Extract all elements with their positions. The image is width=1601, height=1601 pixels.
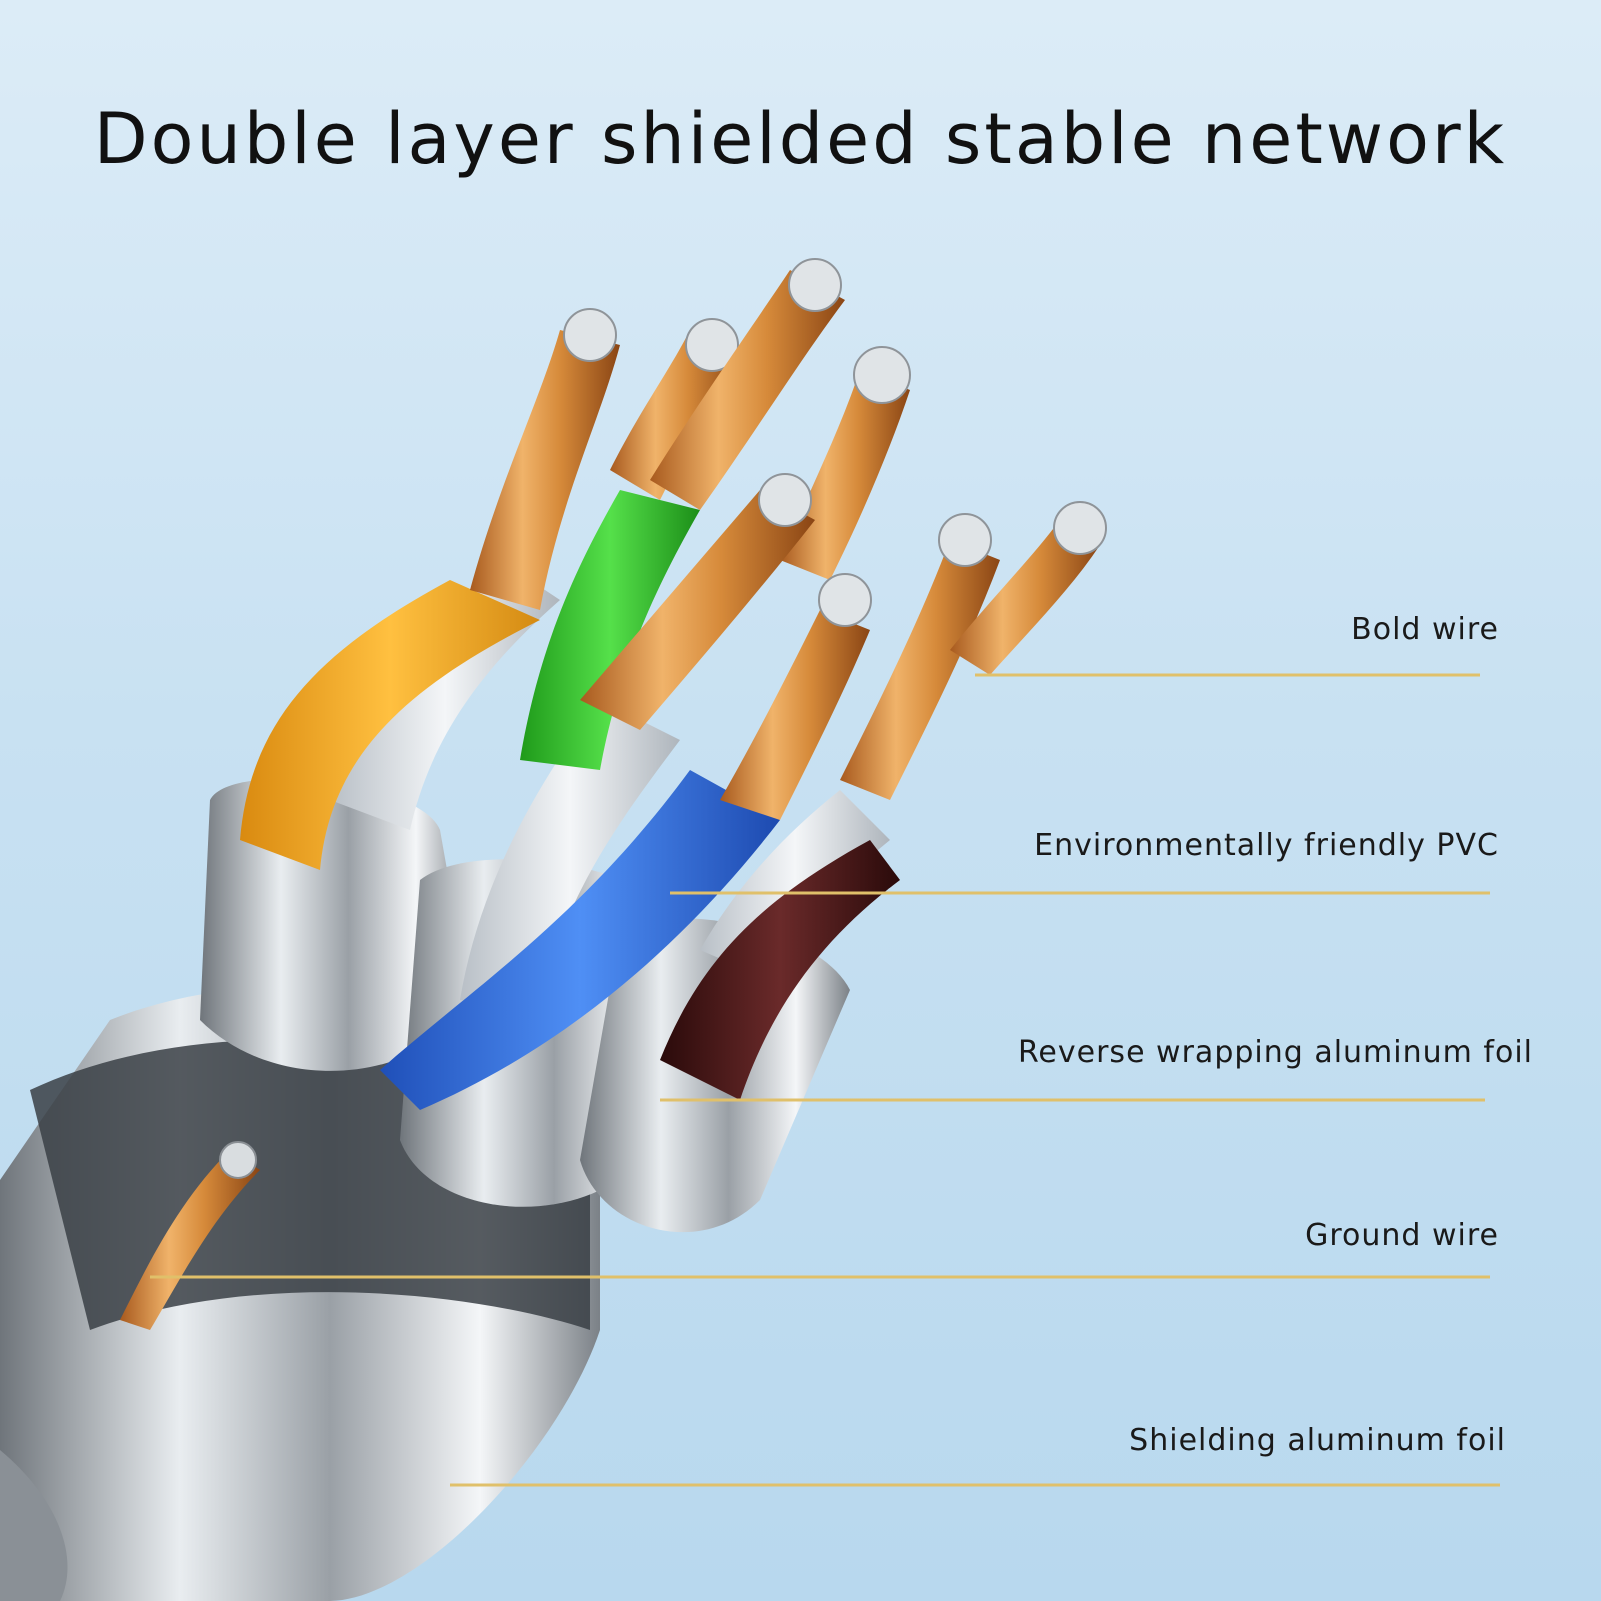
callout-shielding-aluminum-foil: Shielding aluminum foil — [1129, 1423, 1506, 1458]
green-wire — [520, 490, 700, 770]
copper-conductors — [470, 258, 1107, 820]
leader-lines — [150, 673, 1500, 1487]
orange-wire — [240, 580, 540, 870]
page-title: Double layer shielded stable network — [93, 98, 1508, 180]
brown-wire — [660, 840, 900, 1100]
callout-reverse-wrapping-aluminum-foil: Reverse wrapping aluminum foil — [1017, 1035, 1533, 1070]
blue-wire — [380, 770, 780, 1110]
ground-wire — [120, 1141, 260, 1330]
callout-environmentally-friendly-pvc: Environmentally friendly PVC — [1034, 828, 1499, 863]
callout-bold-wire: Bold wire — [1351, 612, 1499, 647]
callout-ground-wire: Ground wire — [1305, 1218, 1499, 1253]
